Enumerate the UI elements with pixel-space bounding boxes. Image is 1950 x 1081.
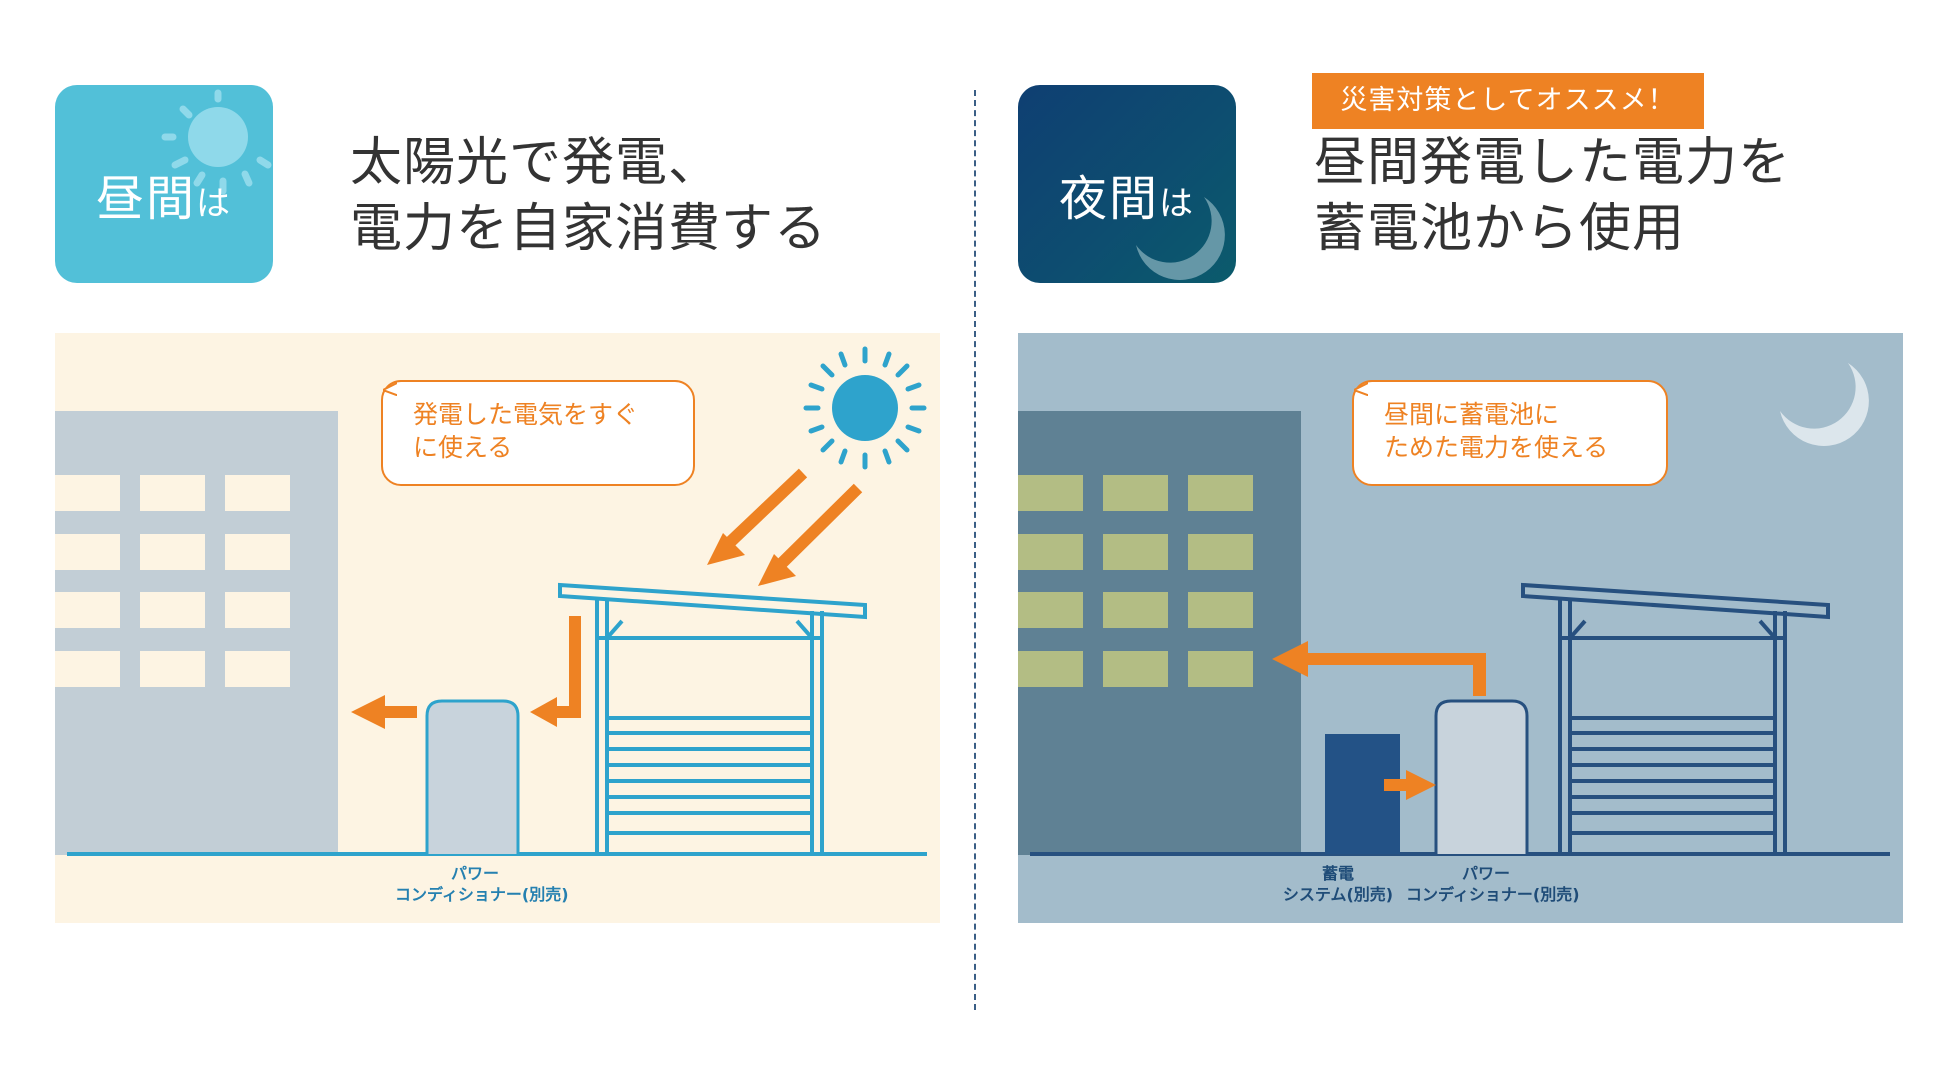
- day-badge-label: 昼間は: [55, 159, 273, 229]
- disaster-recommend-tag: 災害対策としてオススメ！: [1312, 73, 1704, 129]
- solar-carport: [560, 585, 865, 854]
- pcs-to-building-arrow: [1272, 641, 1486, 696]
- night-badge: 夜間は: [1018, 85, 1236, 283]
- day-heading: 太陽光で発電、 電力を自家消費する: [350, 130, 827, 262]
- sun-icon: [806, 349, 924, 467]
- battery-system: [1325, 734, 1400, 854]
- night-battery-label: 蓄電 システム(別売): [1273, 863, 1403, 905]
- day-badge: 昼間は: [55, 85, 273, 283]
- pcs-to-building-arrow: [351, 695, 417, 729]
- solar-carport: [1523, 585, 1828, 854]
- night-badge-label: 夜間は: [1018, 159, 1236, 229]
- panel-to-pcs-arrow: [530, 616, 581, 727]
- night-pcs-label: パワー コンディショナー(別売): [1406, 863, 1566, 905]
- power-conditioner: [427, 701, 518, 854]
- night-heading: 昼間発電した電力を 蓄電池から使用: [1314, 130, 1791, 262]
- day-scene: 発電した電気をすぐ に使える パワー コンディショナー(別売): [55, 333, 940, 923]
- night-scene: 昼間に蓄電池に ためた電力を使える 蓄電 システム(別売) パワー コンディショ…: [1018, 333, 1903, 923]
- moon-icon: [1780, 363, 1869, 446]
- center-divider: [974, 90, 976, 1010]
- night-speech-bubble: 昼間に蓄電池に ためた電力を使える: [1352, 380, 1668, 486]
- day-pcs-label: パワー コンディショナー(別売): [395, 863, 555, 905]
- sunlight-arrows: [707, 473, 858, 586]
- power-conditioner: [1436, 701, 1527, 854]
- day-speech-bubble: 発電した電気をすぐ に使える: [381, 380, 695, 486]
